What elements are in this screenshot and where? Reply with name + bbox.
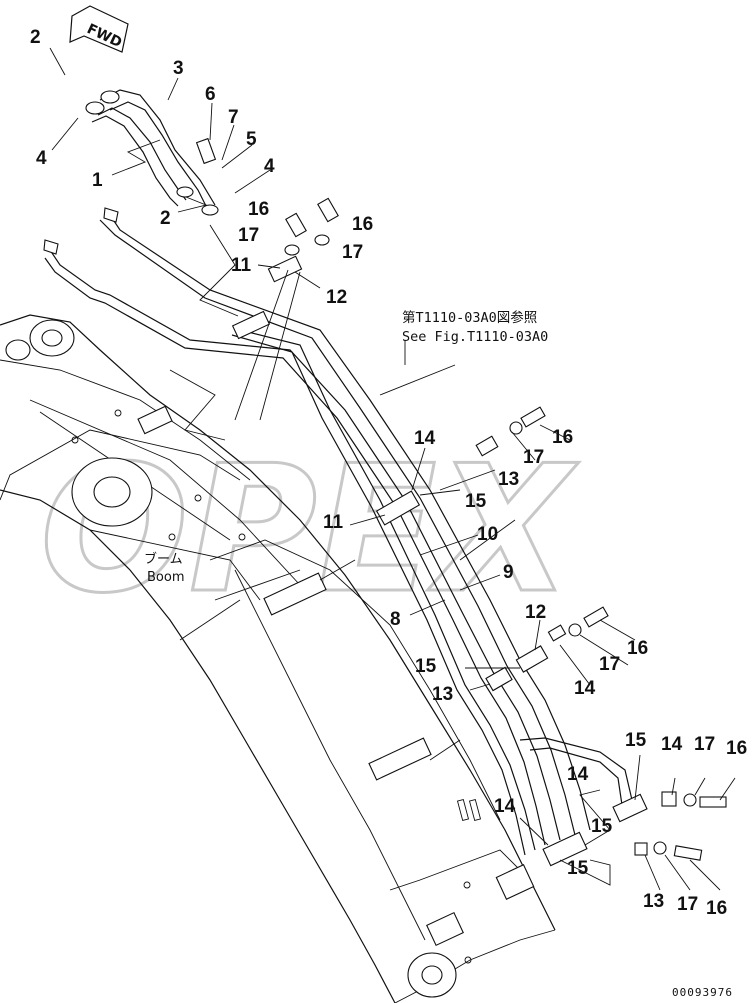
- callout-16c: 16: [552, 427, 573, 448]
- callout-13c: 13: [643, 891, 664, 912]
- callout-17f: 17: [677, 894, 698, 915]
- callout-16b: 16: [352, 214, 373, 235]
- callout-15: 15: [465, 491, 487, 512]
- callout-numbers: 2 3 6 7 5 4 1 4 2 16 16 17 17 11 12 14 1…: [30, 27, 747, 919]
- callout-6: 6: [205, 84, 216, 105]
- callout-8: 8: [390, 609, 401, 630]
- callout-15d: 15: [591, 816, 613, 837]
- callout-17b: 17: [342, 242, 363, 263]
- callout-14c: 14: [661, 734, 683, 755]
- leader-lines: [49, 47, 736, 891]
- callout-15e: 15: [567, 858, 589, 879]
- reference-note-en: See Fig.T1110-03A0: [402, 329, 548, 345]
- callout-14: 14: [414, 428, 436, 449]
- hydraulic-tubes: [44, 89, 633, 856]
- clamps: [137, 255, 727, 947]
- fwd-label: FWD: [84, 21, 124, 51]
- hose-fittings: [43, 90, 339, 256]
- callout-12: 12: [326, 287, 347, 308]
- callout-17: 17: [238, 225, 259, 246]
- callout-2: 2: [30, 27, 41, 48]
- callout-5: 5: [246, 129, 257, 150]
- callout-14b: 14: [574, 678, 596, 699]
- boom-label-en: Boom: [147, 570, 185, 585]
- callout-11: 11: [231, 255, 252, 276]
- callout-1: 1: [92, 170, 103, 191]
- callout-4: 4: [264, 156, 275, 177]
- callout-15c: 15: [625, 730, 647, 751]
- drawing-code: 00093976: [672, 986, 733, 999]
- boom-label-jp: ブーム: [144, 551, 183, 567]
- callout-15b: 15: [415, 656, 437, 677]
- callout-7: 7: [228, 107, 239, 128]
- callout-14e: 14: [494, 796, 516, 817]
- callout-4b: 4: [36, 148, 47, 169]
- boom-body: [0, 314, 556, 1003]
- callout-17d: 17: [599, 654, 620, 675]
- reference-note-jp: 第T1110-03A0図参照: [402, 309, 537, 326]
- fwd-direction-arrow: FWD: [69, 5, 129, 53]
- callout-11b: 11: [323, 512, 344, 533]
- callout-16: 16: [248, 199, 269, 220]
- callout-17c: 17: [523, 447, 544, 468]
- callout-9: 9: [503, 562, 514, 583]
- callout-3: 3: [173, 58, 184, 79]
- callout-16e: 16: [726, 738, 747, 759]
- callout-16d: 16: [627, 638, 648, 659]
- callout-12b: 12: [525, 602, 546, 623]
- callout-13b: 13: [432, 684, 453, 705]
- callout-13: 13: [498, 469, 519, 490]
- callout-14d: 14: [567, 764, 589, 785]
- callout-16f: 16: [706, 898, 727, 919]
- callout-2b: 2: [160, 208, 171, 229]
- callout-10: 10: [477, 524, 498, 545]
- callout-17e: 17: [694, 734, 715, 755]
